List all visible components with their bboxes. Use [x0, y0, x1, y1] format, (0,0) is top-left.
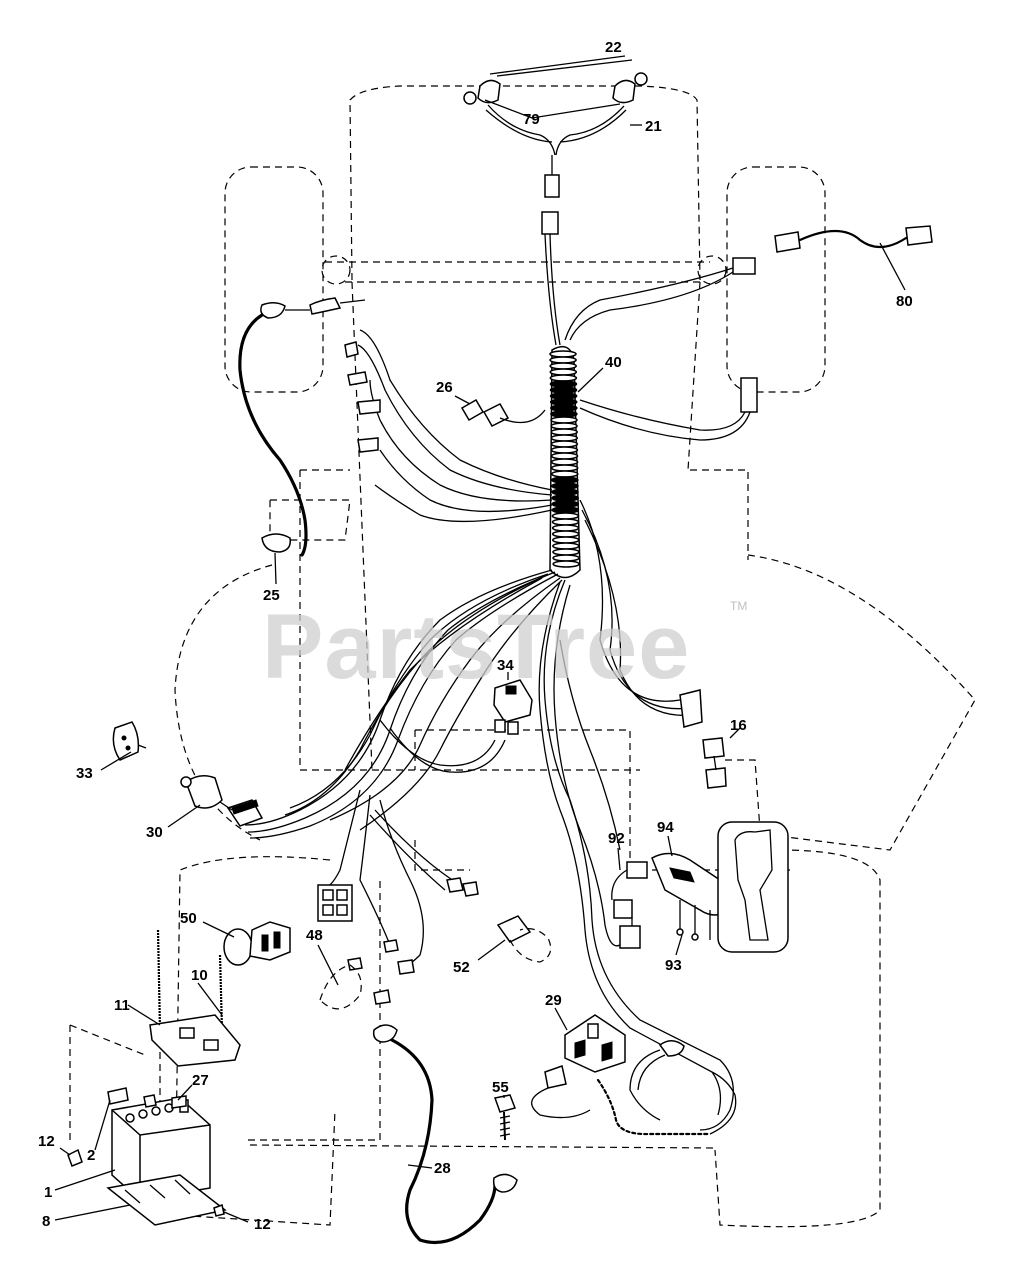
- coil-winding: [550, 410, 578, 418]
- coil-winding: [550, 446, 579, 454]
- callout-26: 26: [436, 379, 453, 396]
- coil-winding: [551, 536, 580, 544]
- coil-winding: [551, 530, 580, 538]
- bolt-55: [494, 1094, 516, 1141]
- coil-winding: [550, 422, 578, 430]
- solenoid-29: [531, 1014, 685, 1121]
- battery-cable-28: [372, 1024, 518, 1245]
- harness-coils: [549, 350, 580, 568]
- coil-winding: [550, 458, 579, 466]
- coil-winding: [549, 374, 578, 382]
- coil-winding: [552, 560, 580, 568]
- callout-94: 94: [657, 819, 674, 836]
- battery-assembly: [67, 929, 241, 1226]
- coil-winding: [551, 476, 579, 484]
- leader-lines: [54, 55, 906, 1223]
- coil-winding: [550, 464, 579, 472]
- callout-30: 30: [146, 824, 163, 841]
- harness-wrap-40: [238, 297, 758, 579]
- plug-connector: [317, 884, 353, 922]
- ignition-switch-30: [180, 775, 264, 827]
- callout-2: 2: [87, 1147, 95, 1164]
- headlight-assembly: [463, 72, 648, 346]
- coil-winding: [550, 434, 579, 442]
- coil-winding: [551, 524, 580, 532]
- callout-labels: 22 79 21 80 40 26 25 34 16 33 30 92 94 5…: [38, 39, 913, 1233]
- light-switch-50: [223, 921, 291, 966]
- rectifier-33: [112, 721, 147, 761]
- coil-winding: [549, 368, 578, 376]
- callout-29: 29: [545, 992, 562, 1009]
- callout-79: 79: [523, 111, 540, 128]
- callout-1: 1: [44, 1184, 52, 1201]
- coil-winding: [549, 356, 577, 364]
- coil-winding: [551, 494, 579, 502]
- callout-55: 55: [492, 1079, 509, 1096]
- coil-winding: [549, 398, 578, 406]
- callout-22: 22: [605, 39, 622, 56]
- callout-11: 11: [114, 997, 130, 1014]
- coil-winding: [552, 542, 580, 550]
- coil-winding: [550, 416, 578, 424]
- callout-12-left: 12: [38, 1133, 55, 1150]
- callout-28: 28: [434, 1160, 451, 1177]
- coil-winding: [549, 386, 578, 394]
- pto-connector-80: [564, 225, 933, 341]
- callout-34: 34: [497, 657, 514, 674]
- callout-27: 27: [192, 1072, 209, 1089]
- callout-48: 48: [306, 927, 323, 944]
- watermark-trademark: TM: [730, 599, 747, 613]
- coil-winding: [551, 512, 580, 520]
- callout-50: 50: [180, 910, 197, 927]
- callout-93: 93: [665, 957, 682, 974]
- fuse-52: [496, 915, 552, 963]
- relay-16: [702, 737, 727, 789]
- callout-25: 25: [263, 587, 280, 604]
- coil-winding: [550, 428, 578, 436]
- callout-12-right: 12: [254, 1216, 271, 1233]
- fuse-48: [319, 939, 415, 1010]
- coil-winding: [550, 440, 579, 448]
- coil-winding: [552, 548, 580, 556]
- coil-winding: [549, 380, 578, 388]
- coil-winding: [551, 488, 579, 496]
- callout-10: 10: [191, 967, 208, 984]
- callout-92: 92: [608, 830, 625, 847]
- coil-winding: [550, 452, 579, 460]
- coil-winding: [549, 392, 578, 400]
- coil-winding: [551, 506, 580, 514]
- coil-winding: [552, 554, 580, 562]
- coil-winding: [549, 350, 577, 358]
- coil-winding: [551, 518, 580, 526]
- starter-coil: [596, 1071, 737, 1136]
- coil-winding: [550, 404, 578, 412]
- coil-winding: [551, 500, 580, 508]
- seat-outline: [717, 821, 789, 953]
- lower-harness: [244, 499, 734, 1131]
- callout-8: 8: [42, 1213, 50, 1230]
- coil-winding: [550, 470, 579, 478]
- switch-34: [493, 679, 533, 735]
- callout-52: 52: [453, 959, 470, 976]
- callout-80: 80: [896, 293, 913, 310]
- callout-33: 33: [76, 765, 93, 782]
- coil-winding: [551, 482, 579, 490]
- callout-40: 40: [605, 354, 622, 371]
- callout-21: 21: [645, 118, 662, 135]
- coil-winding: [549, 362, 577, 370]
- watermark-text: PartsTree: [262, 596, 690, 698]
- callout-16: 16: [730, 717, 747, 734]
